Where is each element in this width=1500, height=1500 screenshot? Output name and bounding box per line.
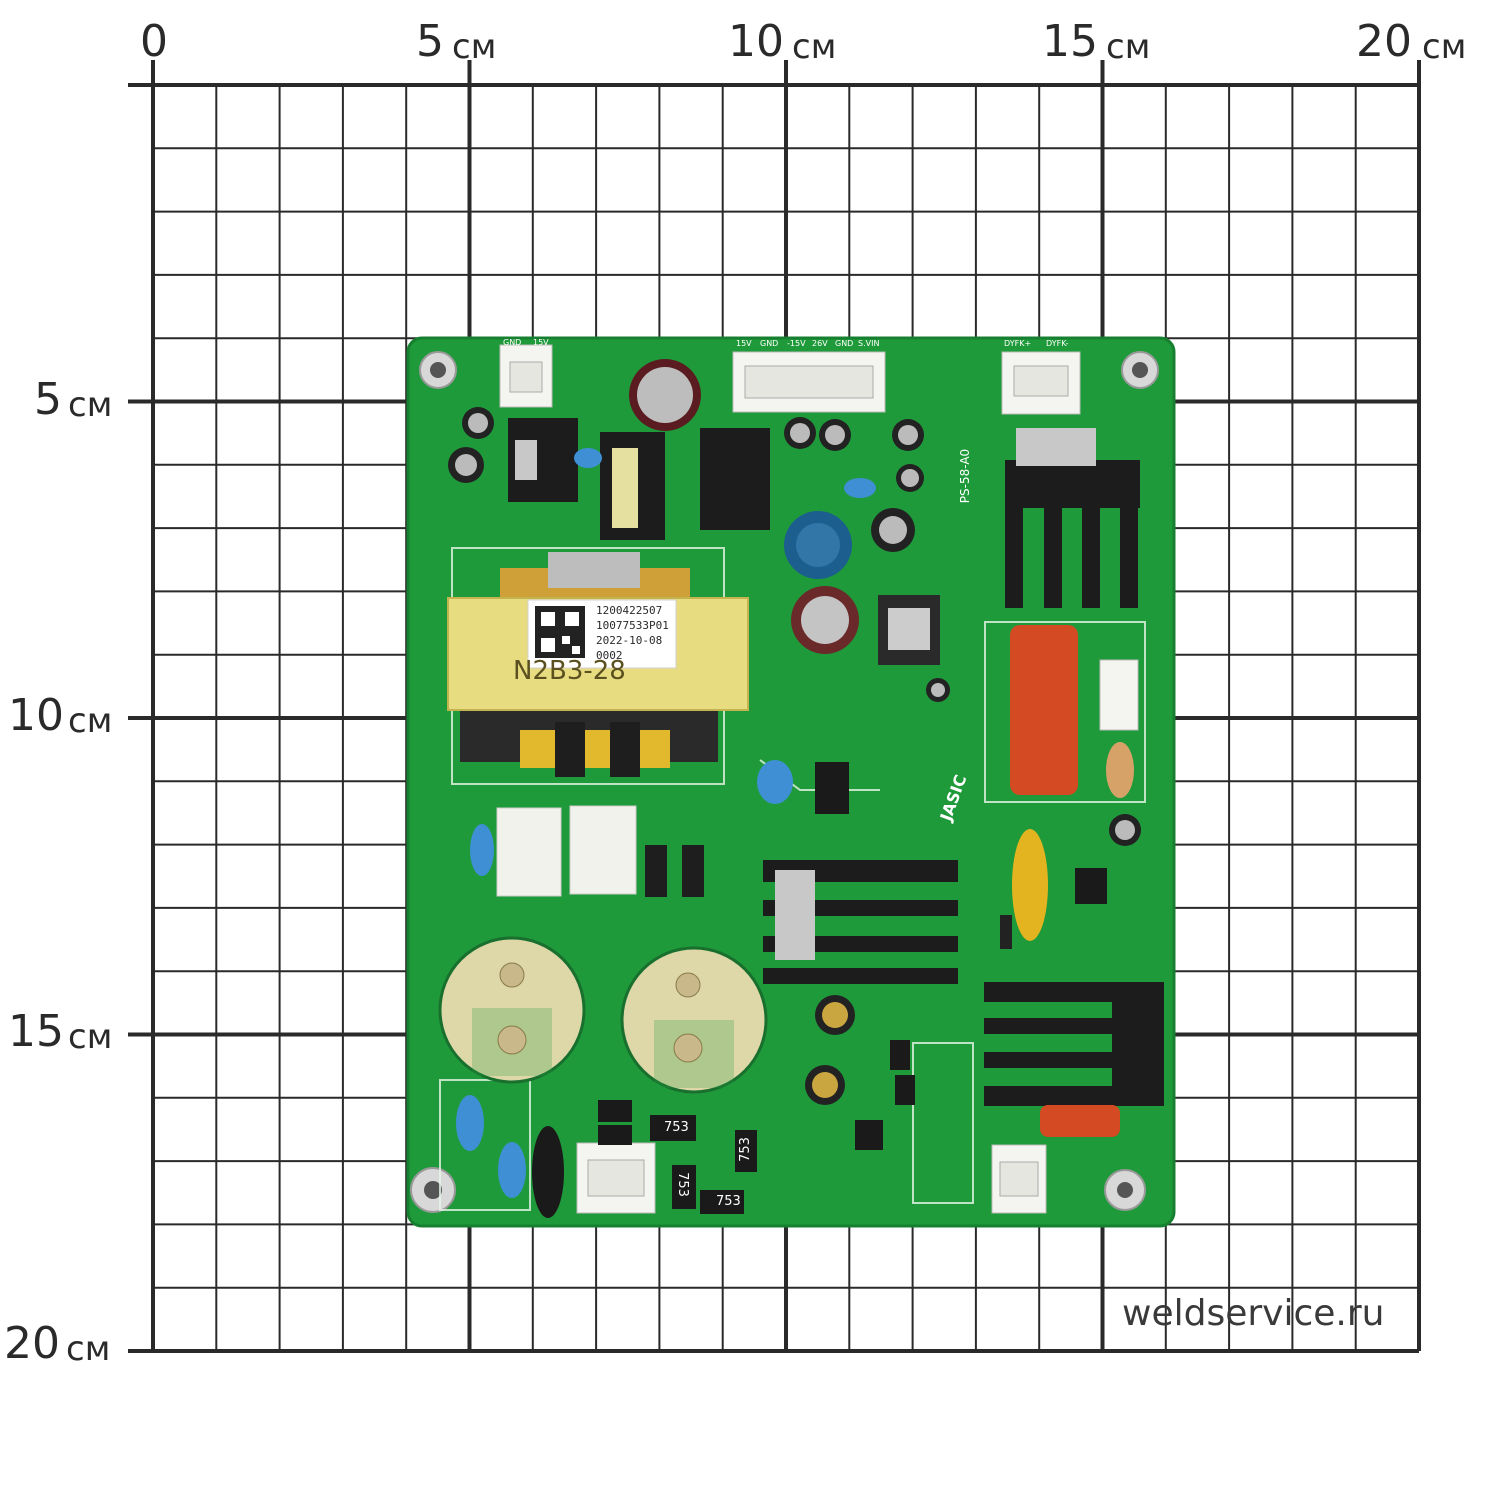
x-capacitor	[1010, 625, 1134, 1137]
ruler-top-20: 20	[1356, 16, 1412, 67]
y-capacitors	[456, 448, 876, 1198]
ruler-top-0: 0	[140, 16, 168, 67]
cn1-pin-2: GND	[760, 339, 779, 348]
cn1-pin-4: 26V	[812, 339, 828, 348]
cement-resistors	[496, 805, 637, 897]
ruler-top-5-unit: см	[452, 27, 497, 67]
label-line-4: 0002	[596, 649, 623, 662]
cn1-pin-3: -15V	[787, 339, 806, 348]
pcb-board	[406, 336, 1176, 1228]
bulk-capacitor-footprints	[438, 936, 768, 1094]
connector-cn2	[576, 1142, 656, 1214]
ruler-top-10: 10	[728, 16, 784, 67]
mounting-hole	[410, 351, 1159, 1213]
cn1-pin-1: 15V	[736, 339, 752, 348]
cn5-pin-2: DYFK-	[1046, 339, 1069, 348]
label-line-3: 2022-10-08	[596, 634, 663, 647]
smd-components	[598, 762, 1107, 1214]
thermistor	[532, 1126, 564, 1218]
ruler-top-15-unit: см	[1106, 27, 1151, 67]
watermark: weldservice.ru	[1122, 1293, 1385, 1334]
connector-cn3	[499, 344, 553, 408]
ruler-left-10: 10	[8, 690, 64, 741]
ruler-left-10-unit: см	[68, 701, 113, 741]
resistor-code-1: 753	[664, 1120, 689, 1135]
connector-cn5	[1001, 351, 1081, 415]
diodes	[645, 845, 1012, 949]
ic-u4	[878, 595, 940, 665]
product-label	[527, 599, 677, 669]
ruler-left-20-unit: см	[66, 1329, 111, 1369]
ruler-top-20-unit: см	[1422, 27, 1467, 67]
cn1-pin-5: GND	[835, 339, 854, 348]
connector-cn4	[991, 1144, 1047, 1214]
resistor-code-2: 753	[716, 1194, 741, 1209]
ruler-top-5: 5	[416, 16, 444, 67]
connector-fuse	[1099, 659, 1139, 731]
label-line-2: 10077533P01	[596, 619, 669, 632]
resistor-code-4: 753	[674, 1172, 690, 1197]
board-code: PS-58-A0	[958, 448, 973, 504]
resistor-code-3: 753	[737, 1137, 753, 1162]
ruler-left-15: 15	[8, 1006, 64, 1057]
ruler-top-15: 15	[1042, 16, 1098, 67]
cn5-pin-1: DYFK+	[1004, 339, 1032, 348]
transformer-marking: N2B3-28	[513, 656, 626, 686]
ruler-left-5: 5	[34, 374, 62, 425]
ruler-left-15-unit: см	[68, 1017, 113, 1057]
cn3-pin-2: 15V	[533, 338, 549, 347]
heatsink-highlights	[515, 428, 1096, 960]
ruler-left-20: 20	[4, 1318, 60, 1369]
label-line-1: 1200422507	[596, 604, 663, 617]
ruler-top-10-unit: см	[792, 27, 837, 67]
cn3-pin-1: GND	[503, 338, 522, 347]
ruler-left-5-unit: см	[68, 385, 113, 425]
disk-capacitor	[1012, 829, 1048, 941]
cn1-pin-6: S.VIN	[858, 339, 880, 348]
connector-cn1	[732, 351, 886, 413]
electrolytic-capacitors	[448, 359, 1141, 1105]
